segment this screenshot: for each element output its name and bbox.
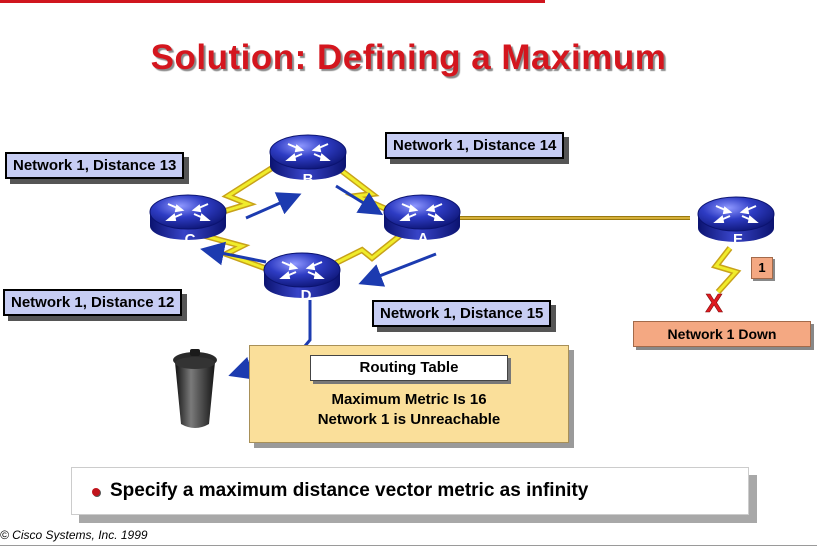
summary-box: Specify a maximum distance vector metric… bbox=[71, 467, 749, 515]
router-label-a: A bbox=[418, 230, 429, 247]
link-d-a bbox=[328, 231, 404, 269]
link-metric-badge: 1 bbox=[751, 257, 773, 279]
routing-table-unreachable: Network 1 is Unreachable bbox=[317, 411, 501, 428]
router-label-d: D bbox=[301, 287, 312, 304]
router-label-b: B bbox=[303, 171, 314, 188]
bullet-icon bbox=[92, 488, 100, 496]
router-label-c: C bbox=[185, 231, 196, 248]
copyright-notice: © Cisco Systems, Inc. 1999 bbox=[0, 528, 148, 542]
router-label-e: E bbox=[733, 231, 743, 248]
link-c-d bbox=[197, 231, 272, 273]
top-accent-bar bbox=[0, 0, 545, 3]
label-d-distance-15: Network 1, Distance 15 bbox=[372, 300, 552, 327]
routing-table-title: Routing Table bbox=[310, 355, 508, 381]
failure-x-icon: X bbox=[705, 288, 723, 318]
label-c-distance: Network 1, Distance 13 bbox=[5, 152, 185, 179]
routing-table-max-metric: Maximum Metric Is 16 bbox=[331, 391, 487, 408]
routing-table-panel: Routing Table Maximum Metric Is 16 Netwo… bbox=[249, 345, 569, 443]
label-d-distance-12: Network 1, Distance 12 bbox=[3, 289, 183, 316]
label-b-distance: Network 1, Distance 14 bbox=[385, 132, 565, 159]
link-e-network1 bbox=[710, 246, 742, 295]
network-down-label: Network 1 Down bbox=[633, 321, 811, 347]
footer-divider bbox=[0, 545, 817, 546]
trash-can-icon bbox=[173, 349, 217, 428]
slide-title: Solution: Defining a Maximum bbox=[150, 38, 667, 77]
summary-text: Specify a maximum distance vector metric… bbox=[110, 480, 589, 501]
